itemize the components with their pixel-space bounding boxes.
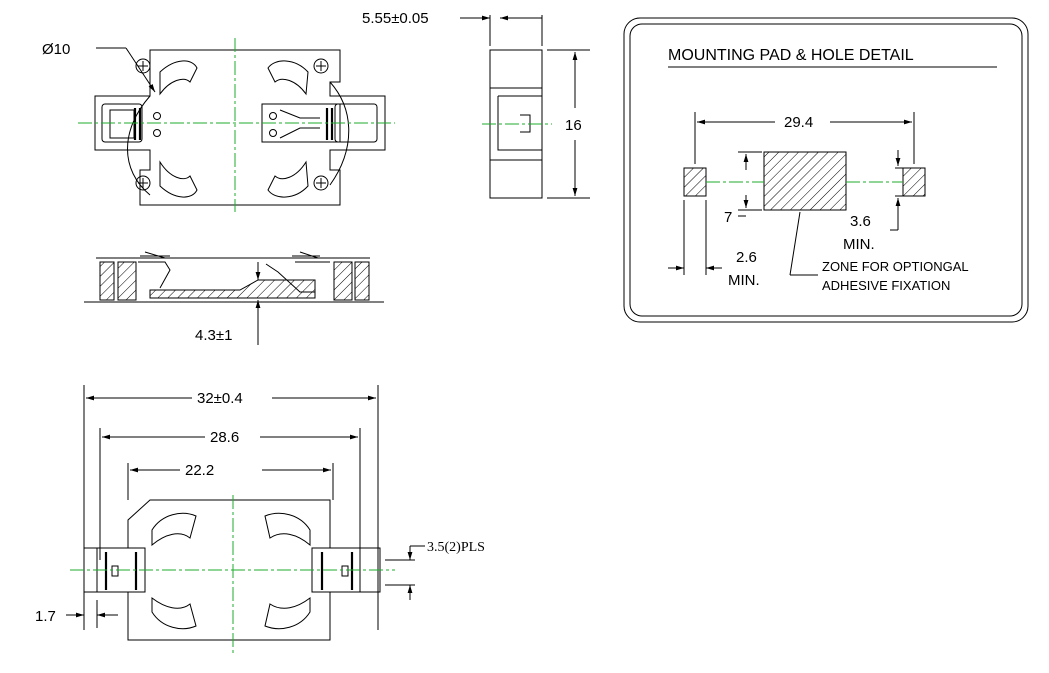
section-view: [84, 251, 384, 345]
zone-note-line1: ZONE FOR OPTIONGAL: [822, 259, 969, 274]
pad-gap-min: MIN.: [728, 272, 760, 289]
pitch-label: 3.5(2)PLS: [427, 540, 485, 555]
pad-pitch-label: 29.4: [784, 114, 813, 131]
pad-detail-box: [623, 17, 1029, 323]
body-span-label: 22.2: [185, 462, 214, 479]
depth-label: 5.55±0.05: [362, 10, 429, 27]
pad-width-min: MIN.: [843, 236, 875, 253]
top-view: [78, 38, 395, 212]
side-view: [460, 15, 590, 199]
height-label: 16: [565, 117, 582, 134]
pad-span-label: 28.6: [210, 429, 239, 446]
zone-height-label: 7: [724, 209, 732, 226]
overall-length-label: 32±0.4: [197, 390, 243, 407]
clip-height-label: 4.3±1: [195, 327, 232, 344]
pad-width-label: 3.6: [850, 213, 871, 230]
diameter-label: Ø10: [42, 41, 70, 58]
offset-label: 1.7: [35, 608, 56, 625]
bottom-view: [66, 385, 425, 656]
detail-title: MOUNTING PAD & HOLE DETAIL: [668, 47, 914, 64]
pad-gap-label: 2.6: [736, 249, 757, 266]
zone-note-line2: ADHESIVE FIXATION: [822, 278, 950, 293]
